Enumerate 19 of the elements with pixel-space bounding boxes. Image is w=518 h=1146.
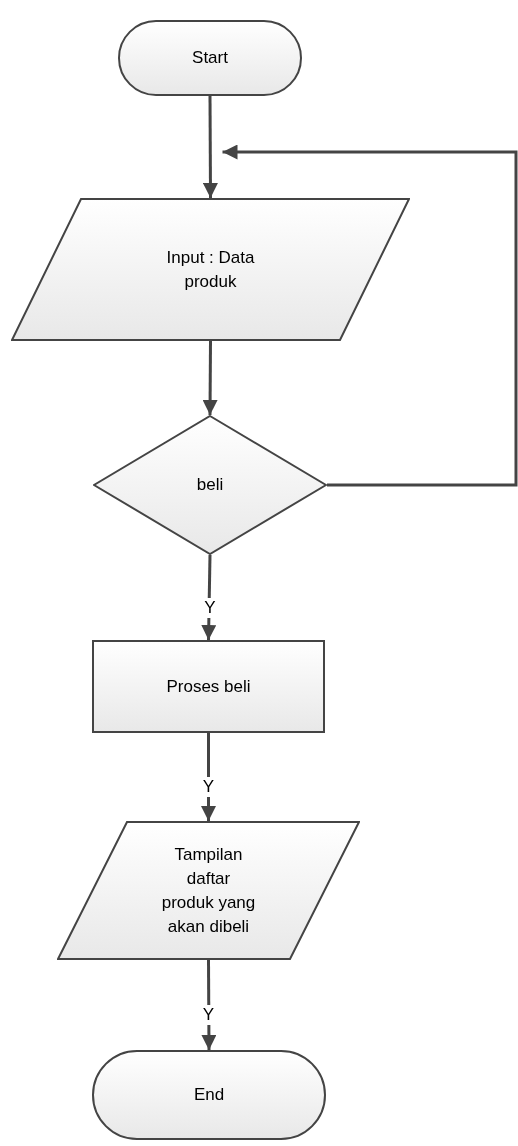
- node-text: Proses beli: [166, 675, 251, 698]
- node-text: Start: [192, 47, 228, 69]
- io-parallelogram: [11, 198, 410, 341]
- node-text: Tampilan daftar produk yang akan dibeli: [160, 843, 257, 938]
- edge-label: Y: [201, 1005, 216, 1025]
- arrow: [202, 96, 218, 198]
- arrow: [201, 554, 217, 641]
- decision-diamond: [93, 415, 327, 555]
- arrow: [222, 144, 518, 487]
- io-parallelogram: [57, 821, 360, 960]
- arrow: [201, 960, 217, 1050]
- arrow: [202, 341, 218, 415]
- arrow: [201, 733, 216, 821]
- process-box: [92, 640, 325, 733]
- node-text: Input : Data produk: [165, 246, 256, 293]
- node-text: End: [193, 1084, 225, 1106]
- edge-label: Y: [201, 777, 216, 797]
- node-text: beli: [196, 474, 224, 496]
- edge-label: Y: [203, 597, 217, 618]
